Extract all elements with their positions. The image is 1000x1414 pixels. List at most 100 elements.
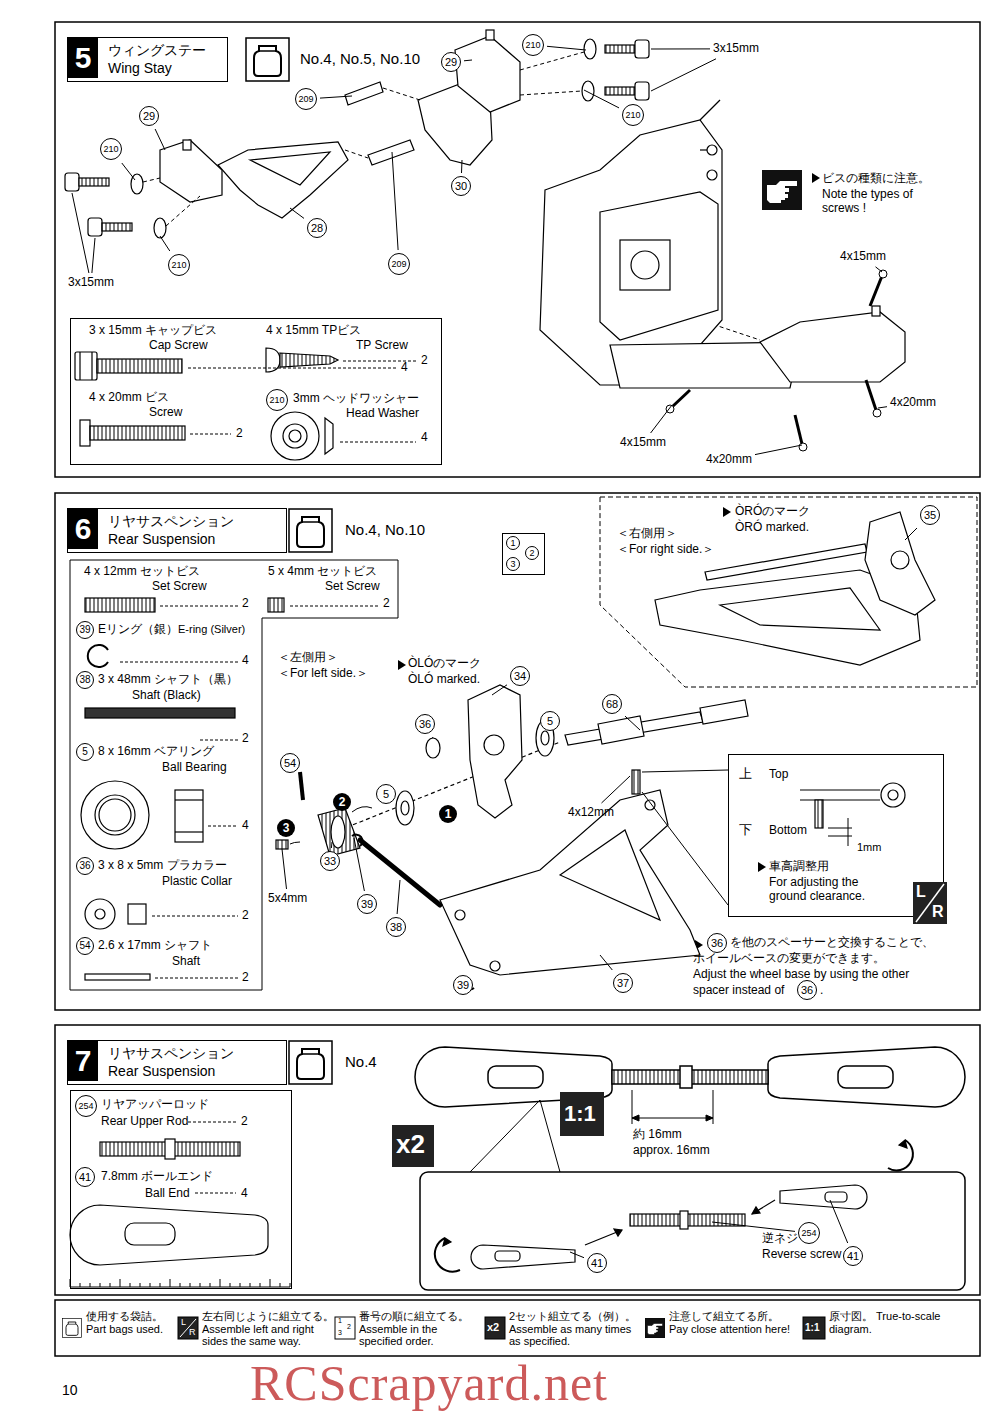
part-text: Shaft — [172, 955, 200, 969]
label-text: ÒLÓ marked. — [408, 673, 480, 687]
ride-height-detail — [800, 789, 880, 790]
part-text: Shaft (Black) — [132, 689, 201, 703]
reverse-thread-note: 逆ネジReverse screw — [700, 1220, 860, 1270]
wing-stay-parts — [250, 152, 330, 185]
step-number: 7 — [68, 1041, 98, 1081]
callout-number: 54 — [280, 753, 300, 773]
callout-number: 210 — [168, 254, 190, 276]
label-text: R — [189, 1327, 196, 1337]
part-text: リヤサスペンション — [108, 513, 234, 529]
panel-frames — [55, 22, 980, 477]
upper-rod-drawing — [488, 1066, 543, 1088]
part-text: Rear Suspension — [108, 531, 215, 547]
callout-number: 30 — [451, 176, 471, 196]
part-text: ÒRÓ marked. — [735, 521, 809, 535]
ride-height-detail — [848, 818, 849, 846]
part-text: 2 — [242, 909, 249, 923]
set-count-icon: x2 — [392, 1125, 434, 1167]
part-text: Top — [769, 768, 788, 782]
rear-hub-assembly — [700, 700, 748, 724]
bag-icons — [246, 38, 289, 81]
callout-number: 209 — [388, 253, 410, 275]
quantity-leaders — [120, 662, 238, 663]
chassis-drawing — [707, 170, 717, 180]
rod-exploded — [443, 1238, 451, 1246]
part-text: 3 x 8 x 5mm プラカラー — [98, 859, 227, 873]
dimension-lines — [632, 1118, 713, 1119]
wing-stay-parts — [455, 36, 520, 112]
label-text: 4x20mm — [890, 396, 936, 410]
chassis-drawing — [631, 251, 659, 279]
part-text: 8 x 16mm ベアリング — [98, 745, 214, 759]
part-text: Note the types of screws ! — [822, 188, 922, 216]
callout-number: 38 — [76, 671, 94, 689]
wing-stay-parts — [635, 40, 649, 58]
wing-stay-parts — [486, 30, 494, 40]
callout-number: 254 — [75, 1095, 97, 1117]
callout-number: 210 — [100, 138, 122, 160]
leader-line — [290, 208, 304, 218]
part-drawings-6 — [85, 598, 155, 612]
dimension-lines — [470, 1100, 540, 1172]
part-text: TP Screw — [356, 339, 408, 353]
leader-line — [432, 737, 434, 738]
ruler — [140, 1283, 141, 1287]
part-text: Screw — [149, 406, 182, 420]
ruler — [110, 1283, 111, 1287]
leader-line — [122, 163, 135, 180]
part-drawings-6 — [95, 909, 105, 919]
part-drawings-6 — [175, 799, 203, 800]
legend-text: 原寸図。 True-to-scale diagram. — [829, 1310, 964, 1335]
detail-frame — [420, 1172, 965, 1290]
rear-hub-assembly — [318, 808, 360, 856]
rear-hub-assembly — [598, 716, 644, 744]
ruler — [270, 1279, 271, 1287]
part-text: 5 x 4mm セットビス — [268, 565, 377, 579]
part-text: ウィングステー — [108, 42, 206, 58]
screw-drawings — [271, 412, 319, 460]
label-text: 4x15mm — [620, 436, 666, 450]
rod-exploded — [435, 1238, 460, 1272]
chassis-screws — [870, 276, 882, 306]
rear-hub-assembly — [401, 801, 409, 815]
upper-rod-drawing — [838, 1066, 893, 1088]
dimension-lines — [632, 1090, 633, 1124]
wing-stay-parts — [582, 81, 594, 101]
leader-line — [72, 193, 89, 273]
rear-hub-assembly — [560, 830, 660, 920]
chassis-screws — [666, 270, 887, 451]
part-drawings-6 — [81, 598, 284, 980]
rear-hub-assembly — [396, 791, 414, 825]
parts-list: 3 x 15mm キャップビスCap Screw44 x 15mm TPビスTP… — [70, 318, 442, 465]
leader-line — [461, 160, 463, 173]
step-number: 6 — [68, 509, 98, 549]
rear-hub-assembly — [632, 770, 640, 794]
rod-exploded — [780, 1185, 867, 1209]
part-text: 7.8mm ボールエンド — [101, 1170, 213, 1184]
part-text: Reverse screw — [762, 1248, 841, 1262]
ruler — [260, 1283, 261, 1287]
part-drawings-7 — [70, 1205, 268, 1265]
callout-number: 29 — [441, 52, 461, 72]
part-text: Rear Upper Rod — [101, 1115, 188, 1129]
part-text: 4 x 12mm セットビス — [84, 565, 200, 579]
parts-list: 4 x 12mm セットビスSet Screw25 x 4mm セットビスSet… — [70, 560, 398, 990]
leader-line — [397, 880, 400, 914]
rod-exploded — [471, 1245, 575, 1269]
legend-icons — [178, 1317, 198, 1339]
part-text: 下 — [739, 823, 752, 838]
label-text: 1:1 — [805, 1322, 819, 1334]
wing-stay-parts — [102, 223, 132, 231]
chassis-drawing — [707, 145, 717, 155]
label-text: L — [181, 1317, 186, 1327]
part-drawings-6 — [85, 899, 115, 929]
order-guides — [290, 770, 728, 905]
callout-number: 5 — [76, 743, 94, 761]
callout-number: 36 — [707, 933, 727, 953]
watermark: RCScrapyard.net — [250, 1358, 608, 1408]
step-header: 5ウィングステーWing Stay — [67, 37, 228, 82]
part-drawings-6 — [175, 831, 203, 832]
rod-exploded — [680, 1211, 688, 1229]
part-drawings-7 — [165, 1139, 175, 1159]
quantity-leaders — [188, 368, 396, 369]
